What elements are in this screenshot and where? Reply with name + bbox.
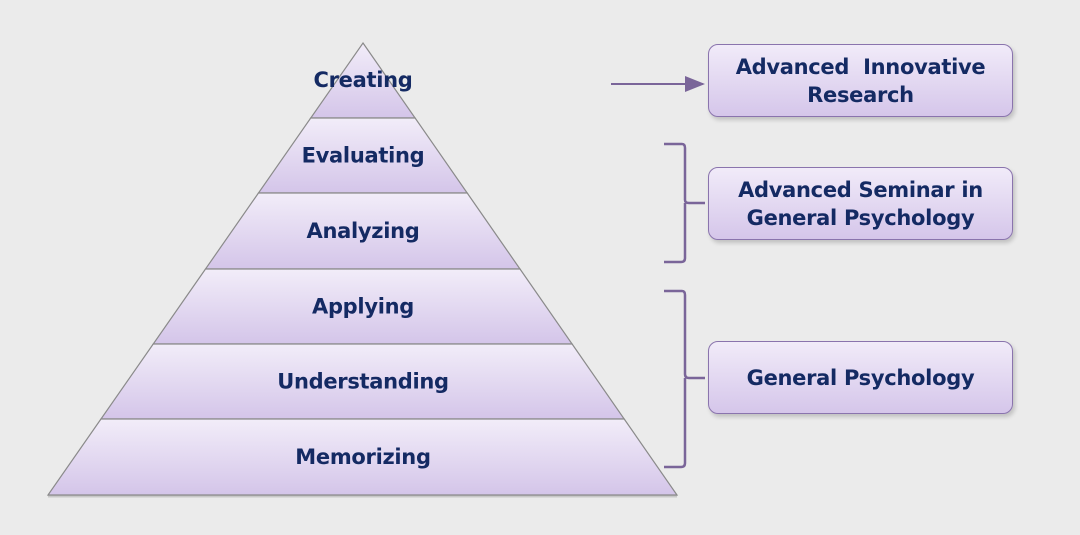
level-label-creating: Creating <box>313 68 412 92</box>
course-line: General Psychology <box>746 205 975 230</box>
course-line: Research <box>807 82 914 107</box>
course-box-general-psychology: General Psychology <box>708 341 1013 414</box>
course-line: Advanced Seminar in <box>738 177 983 202</box>
level-label-memorizing: Memorizing <box>295 445 430 469</box>
bracket-connector-general <box>664 289 705 469</box>
pyramid-layers <box>46 41 679 498</box>
level-label-understanding: Understanding <box>277 370 449 394</box>
pyramid-layer-memorizing <box>46 418 679 496</box>
level-label-applying: Applying <box>312 295 414 319</box>
course-box-advanced-seminar: Advanced Seminar in General Psychology <box>708 167 1013 240</box>
course-line: General Psychology <box>746 365 975 390</box>
course-line: Advanced Innovative <box>735 54 986 79</box>
level-label-analyzing: Analyzing <box>307 219 420 243</box>
pyramid-labels: Creating Evaluating Analyzing Applying U… <box>277 68 449 469</box>
course-box-advanced-innovative-research: Advanced Innovative Research <box>708 44 1013 117</box>
level-label-evaluating: Evaluating <box>302 144 425 168</box>
bracket-connector-seminar <box>664 142 705 264</box>
